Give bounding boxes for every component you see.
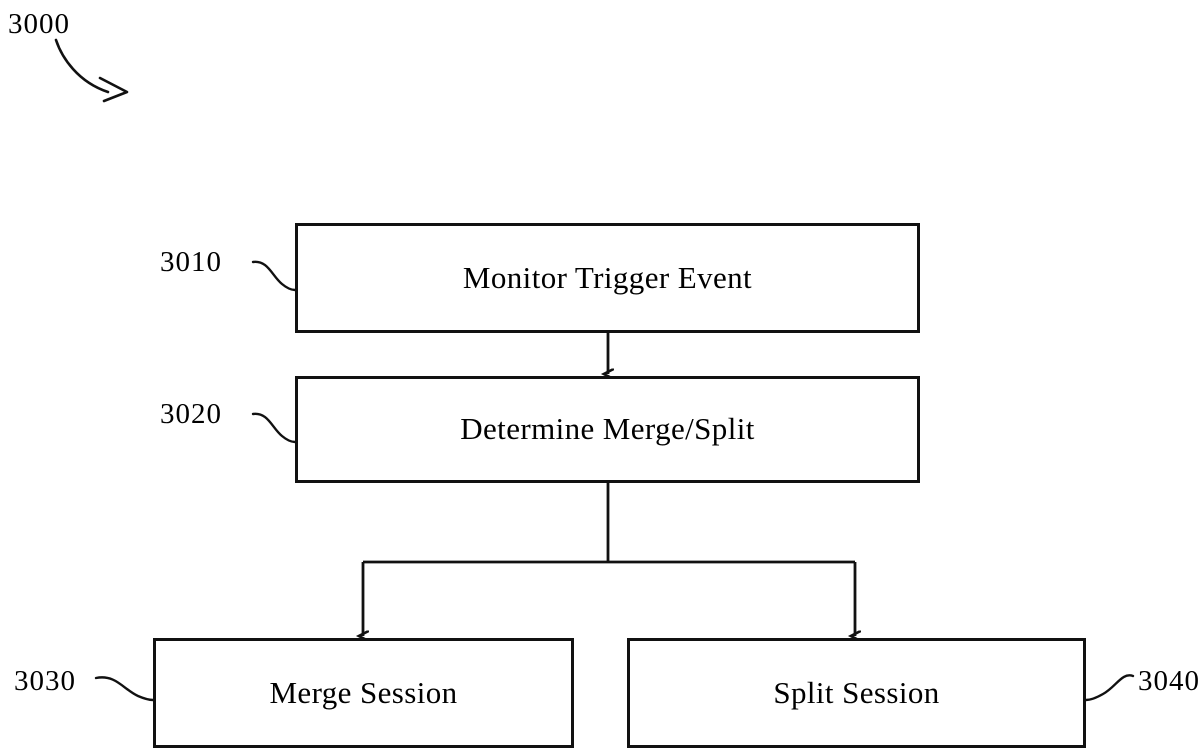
reference-numeral-3040: 3040 — [1138, 665, 1200, 697]
node-label-3030: Merge Session — [269, 674, 458, 710]
leader-line-3010 — [251, 260, 297, 292]
node-label-3010: Monitor Trigger Event — [462, 259, 753, 295]
reference-numeral-3030: 3030 — [14, 665, 76, 697]
process-node-determine-merge-split: Determine Merge/Split — [295, 376, 920, 483]
reference-numeral-3010: 3010 — [160, 246, 222, 278]
process-node-merge-session: Merge Session — [153, 638, 574, 748]
leader-line-3030 — [94, 676, 155, 702]
leader-line-3040 — [1084, 674, 1135, 702]
reference-numeral-3020: 3020 — [160, 398, 222, 430]
node-label-3020: Determine Merge/Split — [460, 411, 755, 447]
figure-lead-arrow — [54, 38, 129, 103]
leader-line-3020 — [251, 412, 297, 444]
process-node-split-session: Split Session — [627, 638, 1086, 748]
figure-number-label: 3000 — [8, 8, 70, 40]
node-label-3040: Split Session — [773, 674, 940, 710]
process-node-monitor-trigger-event: Monitor Trigger Event — [295, 223, 920, 333]
